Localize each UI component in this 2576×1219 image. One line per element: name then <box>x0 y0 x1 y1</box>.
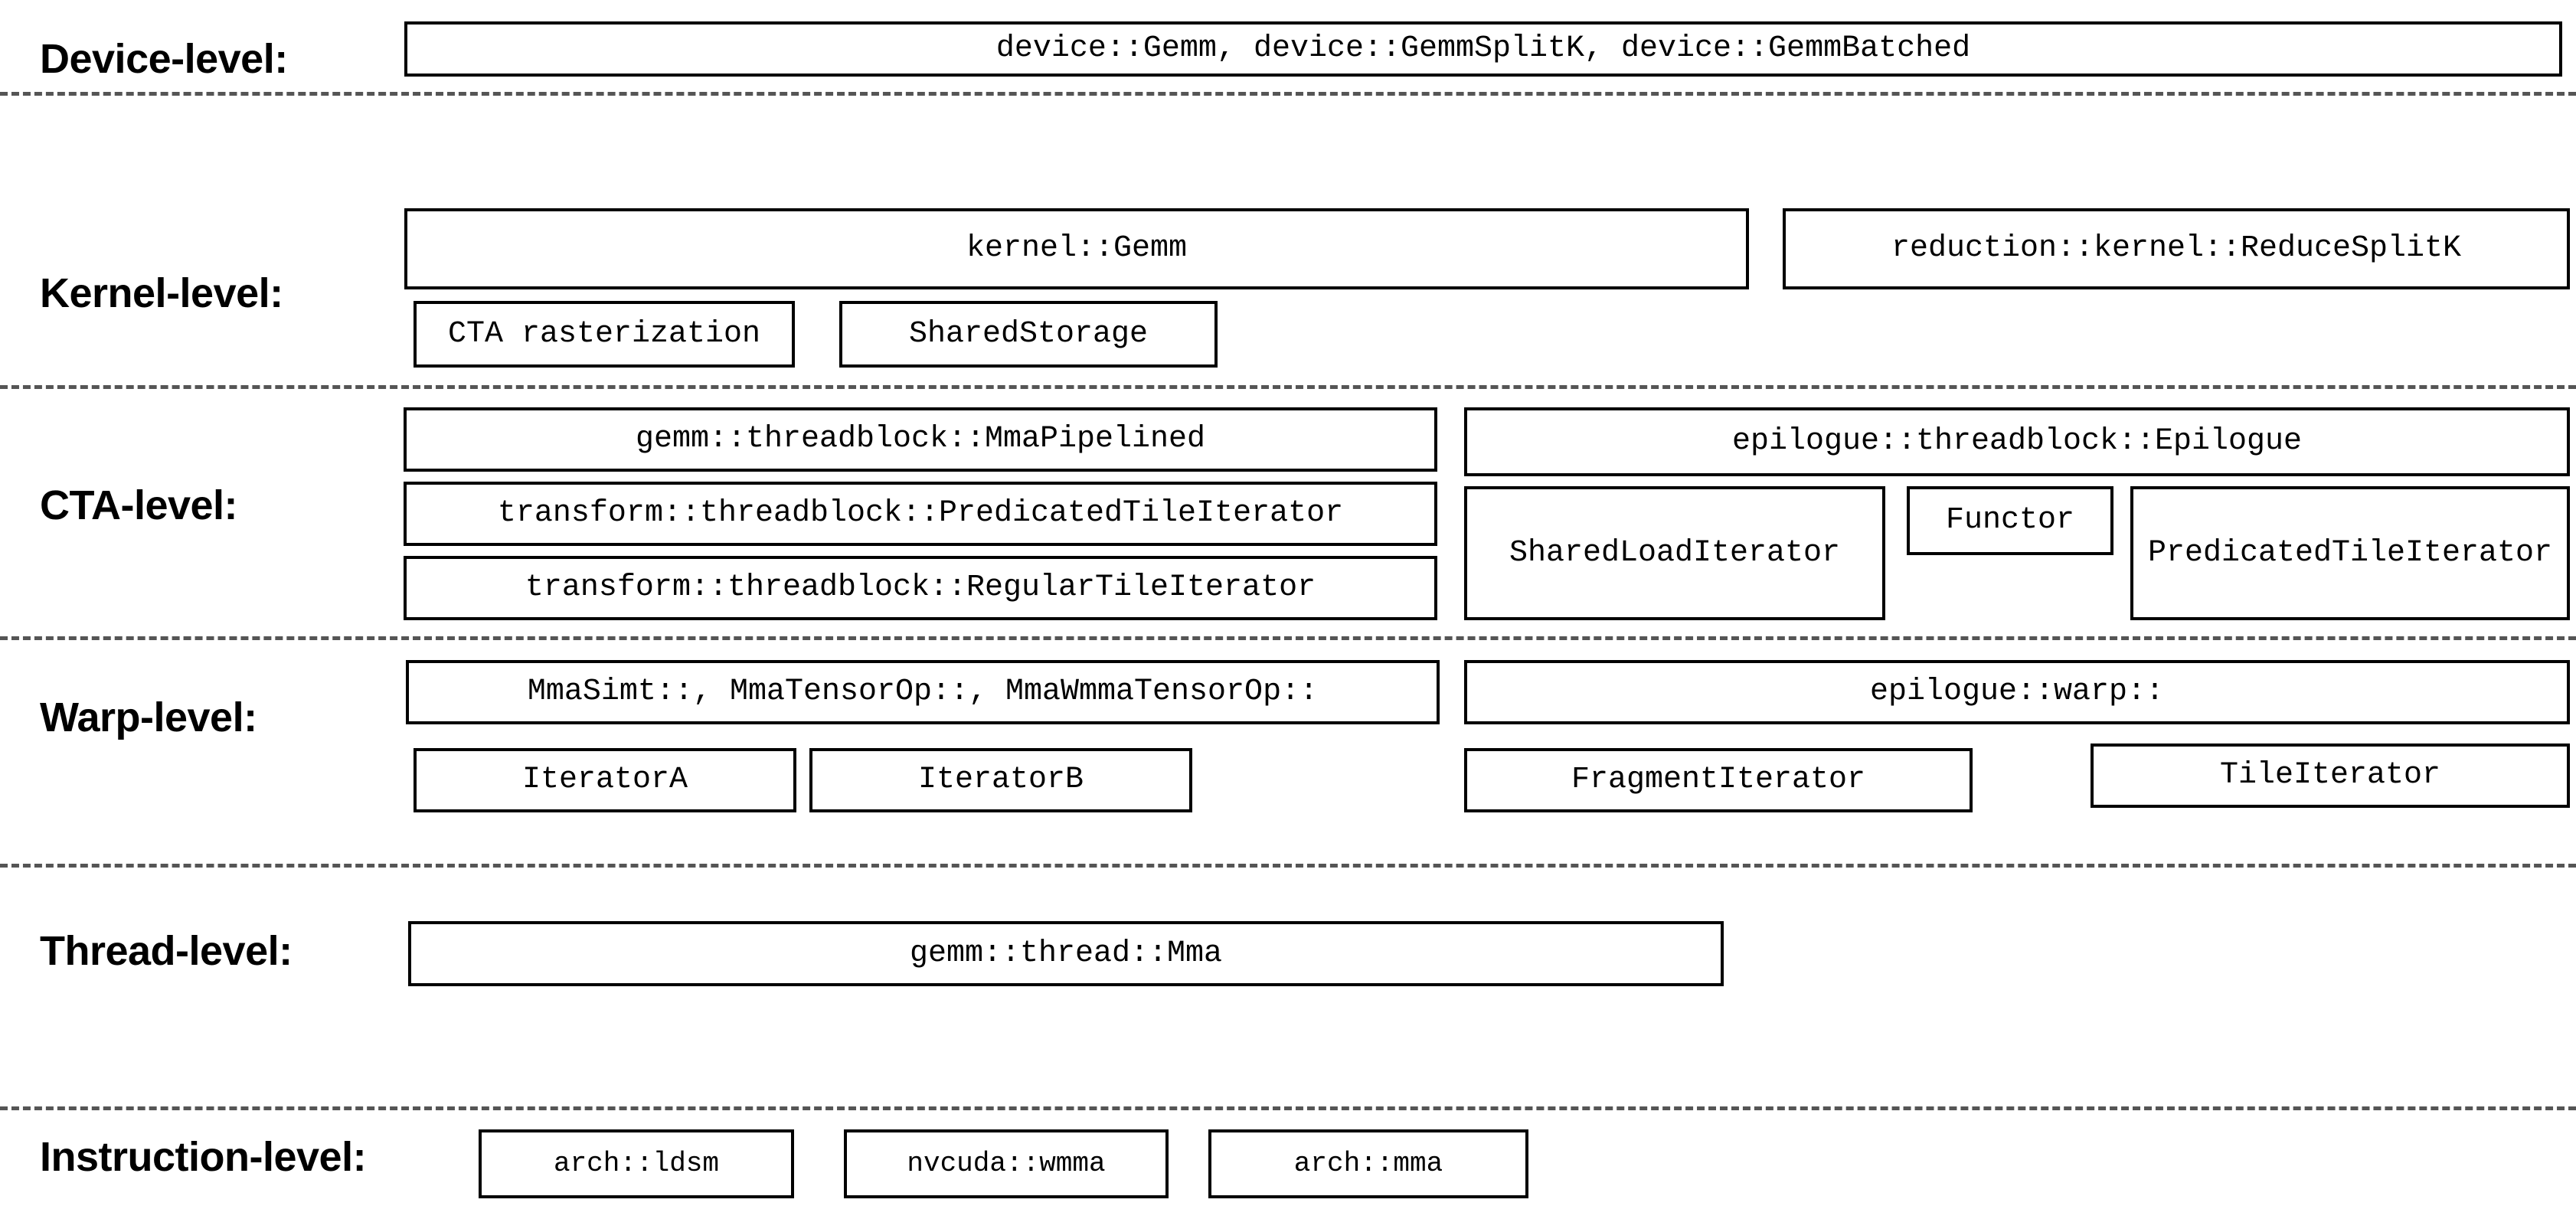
level-label-thread: Thread-level: <box>40 928 293 974</box>
node-arch-ldsm-label: arch::ldsm <box>553 1148 720 1180</box>
level-label-instruction: Instruction-level: <box>40 1134 367 1180</box>
node-epilogue-warp[interactable]: epilogue::warp:: <box>1464 660 2570 724</box>
node-sharedstorage-label: SharedStorage <box>908 316 1149 351</box>
node-predicatedtileiterator-transform-label: transform::threadblock::PredicatedTileIt… <box>497 496 1344 531</box>
level-label-cta: CTA-level: <box>40 482 238 528</box>
divider-device-kernel <box>0 92 2576 96</box>
node-kernel-gemm-label: kernel::Gemm <box>966 231 1188 266</box>
node-sharedstorage[interactable]: SharedStorage <box>839 301 1218 368</box>
divider-cta-warp <box>0 636 2576 640</box>
divider-warp-thread <box>0 864 2576 868</box>
node-regulartileiterator-label: transform::threadblock::RegularTileItera… <box>525 570 1316 605</box>
node-nvcuda-wmma[interactable]: nvcuda::wmma <box>844 1129 1169 1198</box>
node-fragmentiterator[interactable]: FragmentIterator <box>1464 748 1973 812</box>
node-predicatedtileiterator-epilogue-label: PredicatedTileIterator <box>2147 535 2553 570</box>
node-epilogue-warp-label: epilogue::warp:: <box>1869 675 2165 709</box>
node-iterator-a-label: IteratorA <box>521 763 688 797</box>
level-label-kernel: Kernel-level: <box>40 270 283 316</box>
divider-kernel-cta <box>0 385 2576 389</box>
node-thread-mma-label: gemm::thread::Mma <box>909 936 1223 971</box>
node-warp-mma-ops[interactable]: MmaSimt::, MmaTensorOp::, MmaWmmaTensorO… <box>406 660 1440 724</box>
node-cta-rasterization-label: CTA rasterization <box>447 316 761 351</box>
node-epilogue-threadblock-label: epilogue::threadblock::Epilogue <box>1731 424 2303 459</box>
node-iterator-b[interactable]: IteratorB <box>809 748 1192 812</box>
node-iterator-a[interactable]: IteratorA <box>414 748 796 812</box>
node-predicatedtileiterator-transform[interactable]: transform::threadblock::PredicatedTileIt… <box>404 482 1437 546</box>
node-arch-mma-label: arch::mma <box>1293 1148 1443 1180</box>
node-mmapipelined[interactable]: gemm::threadblock::MmaPipelined <box>404 407 1437 472</box>
node-arch-mma[interactable]: arch::mma <box>1208 1129 1528 1198</box>
node-device-gemm-label: device::Gemm, device::GemmSplitK, device… <box>995 31 1971 66</box>
node-reduction-reducesplitk-label: reduction::kernel::ReduceSplitK <box>1891 231 2462 266</box>
node-functor[interactable]: Functor <box>1907 486 2113 555</box>
node-reduction-reducesplitk[interactable]: reduction::kernel::ReduceSplitK <box>1783 208 2570 289</box>
node-sharedloaditerator[interactable]: SharedLoadIterator <box>1464 486 1885 620</box>
node-epilogue-threadblock[interactable]: epilogue::threadblock::Epilogue <box>1464 407 2570 476</box>
node-mmapipelined-label: gemm::threadblock::MmaPipelined <box>635 422 1206 456</box>
node-device-gemm[interactable]: device::Gemm, device::GemmSplitK, device… <box>404 21 2562 77</box>
level-label-device: Device-level: <box>40 36 288 82</box>
node-tileiterator[interactable]: TileIterator <box>2091 743 2570 808</box>
node-iterator-b-label: IteratorB <box>917 763 1084 797</box>
node-fragmentiterator-label: FragmentIterator <box>1571 763 1866 797</box>
node-cta-rasterization[interactable]: CTA rasterization <box>414 301 795 368</box>
node-nvcuda-wmma-label: nvcuda::wmma <box>907 1148 1106 1180</box>
node-kernel-gemm[interactable]: kernel::Gemm <box>404 208 1749 289</box>
node-warp-mma-ops-label: MmaSimt::, MmaTensorOp::, MmaWmmaTensorO… <box>527 675 1319 709</box>
node-functor-label: Functor <box>1945 503 2075 538</box>
node-regulartileiterator[interactable]: transform::threadblock::RegularTileItera… <box>404 556 1437 620</box>
node-tileiterator-label: TileIterator <box>2219 758 2441 793</box>
divider-thread-instruction <box>0 1106 2576 1110</box>
node-predicatedtileiterator-epilogue[interactable]: PredicatedTileIterator <box>2130 486 2570 620</box>
node-arch-ldsm[interactable]: arch::ldsm <box>479 1129 794 1198</box>
node-thread-mma[interactable]: gemm::thread::Mma <box>408 921 1724 986</box>
level-label-warp: Warp-level: <box>40 694 257 740</box>
node-sharedloaditerator-label: SharedLoadIterator <box>1509 535 1841 570</box>
